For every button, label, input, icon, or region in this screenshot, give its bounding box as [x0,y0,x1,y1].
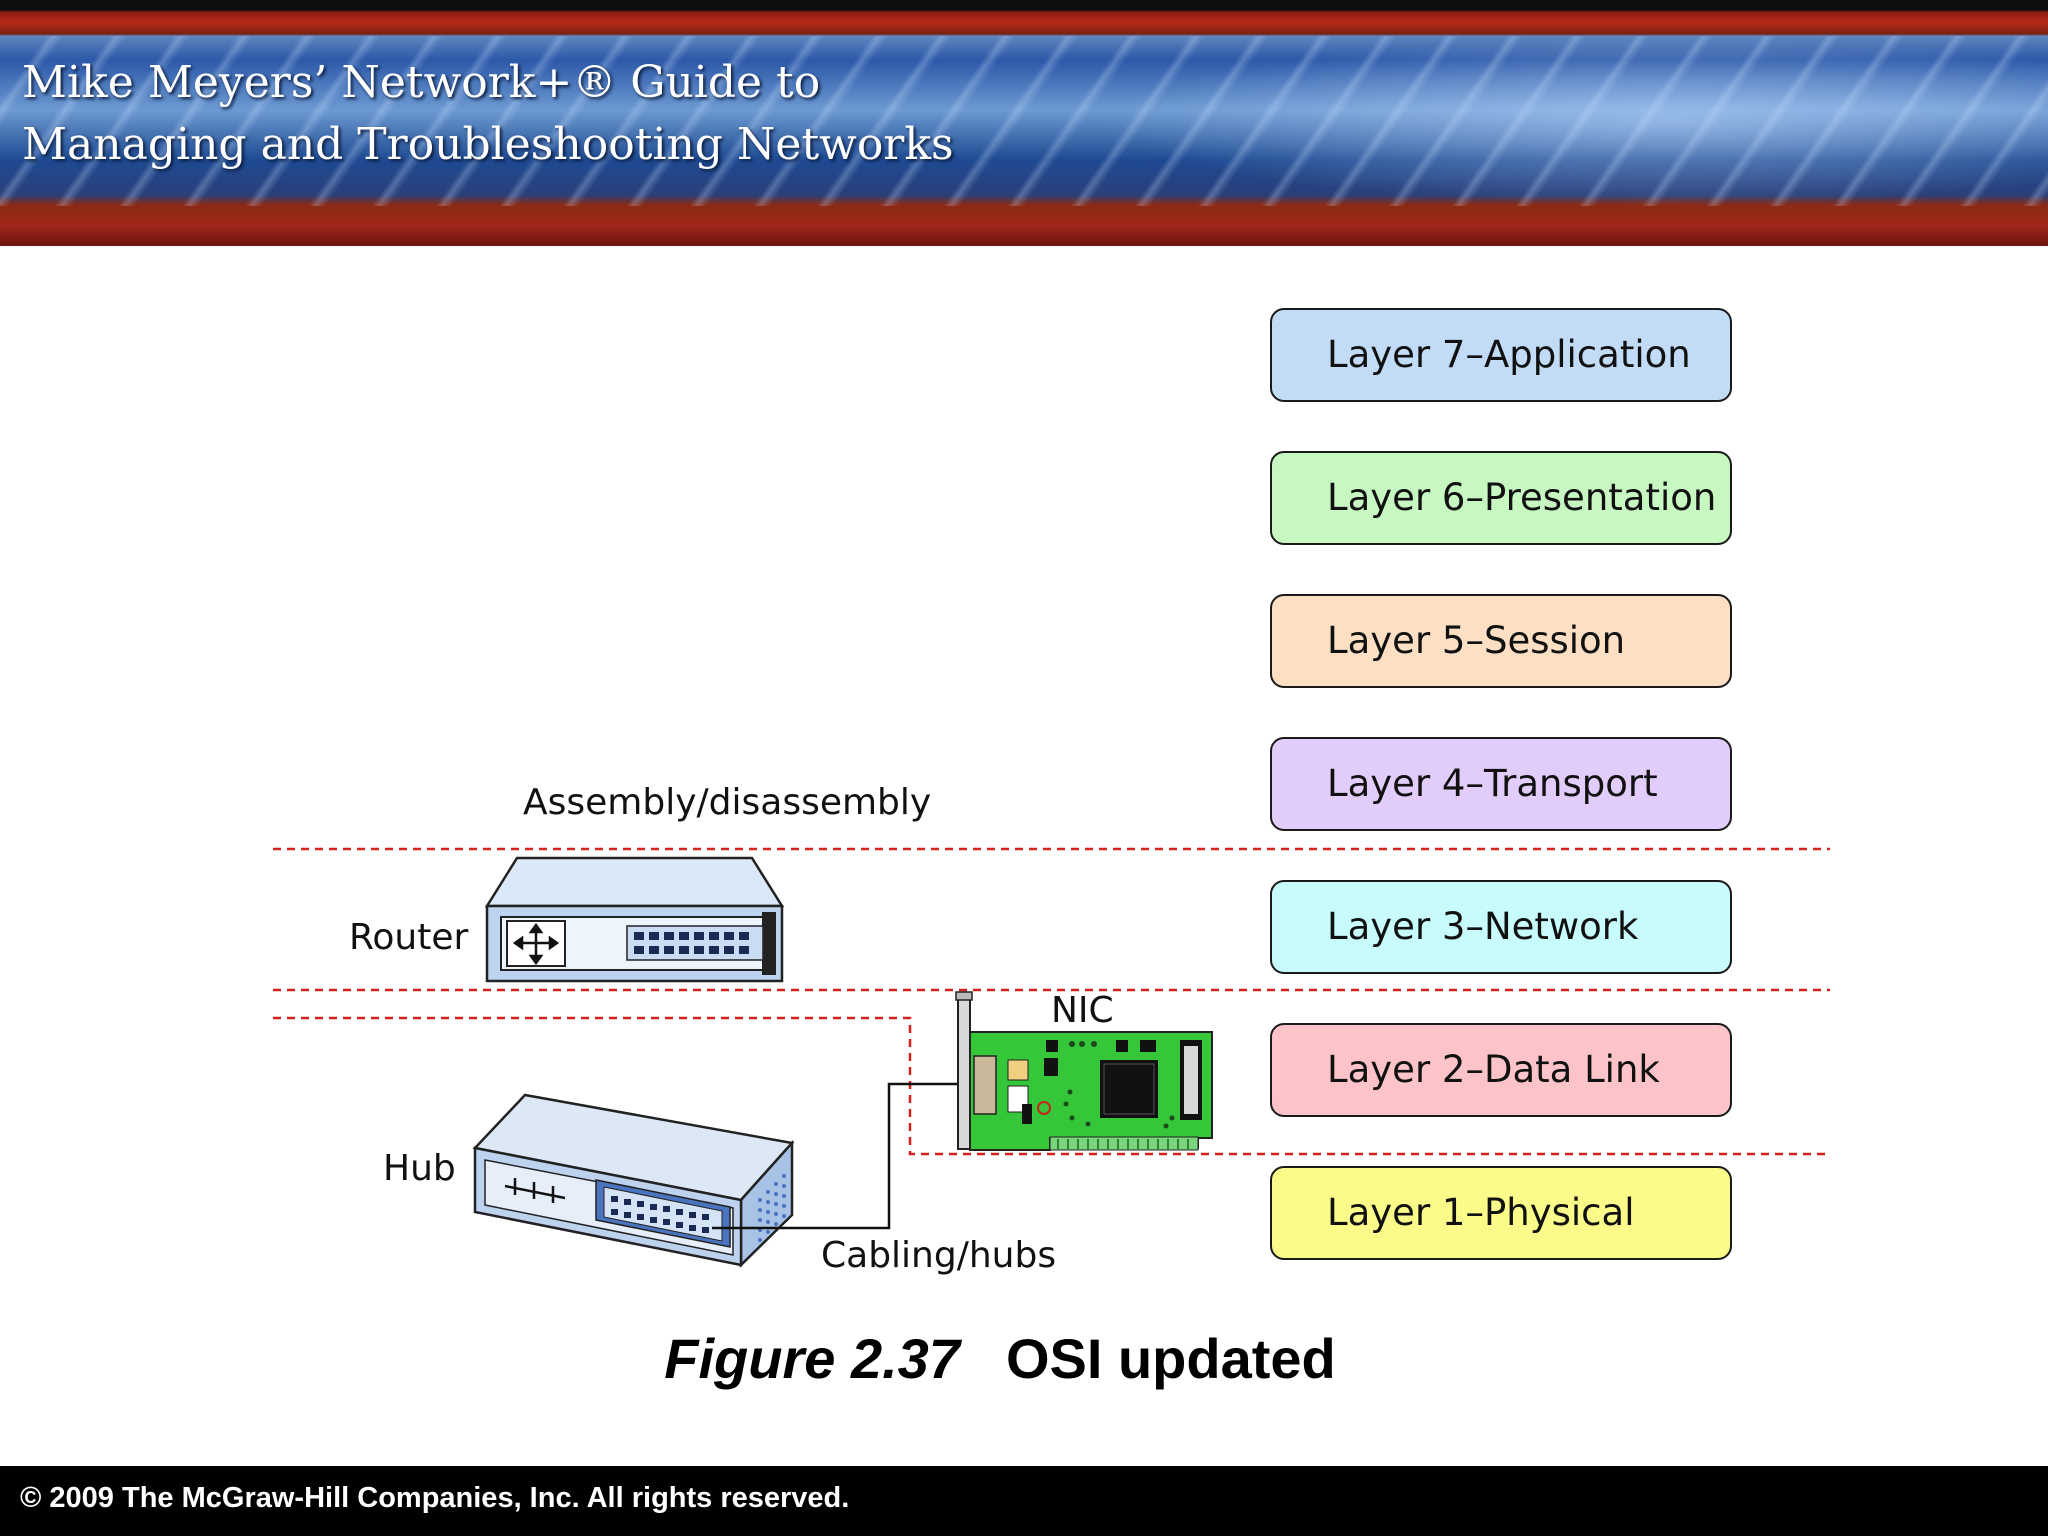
nic-card-icon [955,991,1213,1151]
figure-title: OSI updated [1005,1327,1336,1390]
hub-icon [472,1093,795,1268]
layer-1-box: Layer 1–Physical [1270,1166,1732,1260]
footer-bar: © 2009 The McGraw-Hill Companies, Inc. A… [0,1466,2048,1536]
hub-label: Hub [383,1148,456,1189]
router-label: Router [349,917,469,958]
layer-dividers [273,847,1830,1156]
divider-layer2-1 [273,1016,1830,1156]
copyright-text: © 2009 The McGraw-Hill Companies, Inc. A… [20,1482,850,1514]
layer-6-label: Layer 6–Presentation [1327,476,1717,519]
layer-5-box: Layer 5–Session [1270,594,1732,688]
layer-4-box: Layer 4–Transport [1270,737,1732,831]
layer-3-label: Layer 3–Network [1327,905,1639,948]
book-title: Mike Meyers’ Network+® Guide to Managing… [22,52,954,176]
book-title-line2: Managing and Troubleshooting Networks [22,119,954,170]
network-cable [712,1082,972,1230]
layer-3-box: Layer 3–Network [1270,880,1732,974]
layer-5-label: Layer 5–Session [1327,619,1626,662]
figure-number: Figure 2.37 [664,1327,960,1390]
layer-7-box: Layer 7–Application [1270,308,1732,402]
banner-texture [0,36,2048,206]
book-title-line1: Mike Meyers’ Network+® Guide to [22,57,821,108]
nic-label: NIC [1051,990,1114,1031]
layer-2-label: Layer 2–Data Link [1327,1048,1660,1091]
router-icon [484,856,785,983]
layer-2-box: Layer 2–Data Link [1270,1023,1732,1117]
layer-4-label: Layer 4–Transport [1327,762,1658,805]
assembly-label: Assembly/disassembly [523,782,932,823]
figure-caption: Figure 2.37 OSI updated [0,1326,2000,1391]
cabling-label: Cabling/hubs [821,1235,1057,1276]
layer-7-label: Layer 7–Application [1327,333,1691,376]
layer-1-label: Layer 1–Physical [1327,1191,1635,1234]
layer-6-box: Layer 6–Presentation [1270,451,1732,545]
banner-glow [1100,36,2048,206]
header-banner: Mike Meyers’ Network+® Guide to Managing… [0,0,2048,246]
